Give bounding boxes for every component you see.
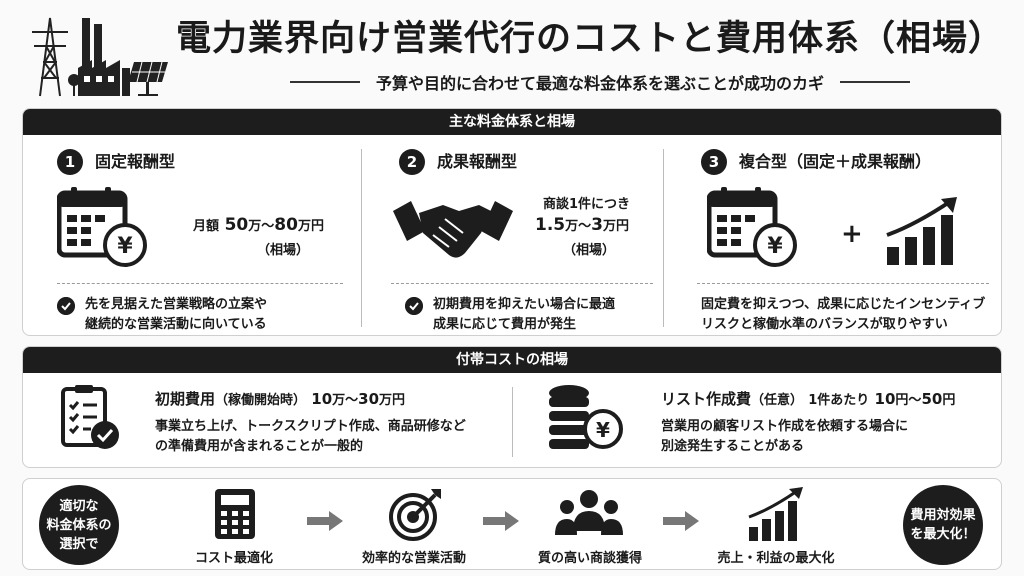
column-divider: [663, 149, 664, 327]
flow-step: 質の高い商談獲得: [537, 551, 642, 566]
calendar-yen-icon: ¥: [57, 187, 147, 267]
check-icon: [57, 297, 75, 315]
plan-title: 成果報酬型: [437, 152, 518, 171]
divider: [391, 283, 653, 284]
growth-chart-icon: [886, 197, 957, 265]
svg-text:¥: ¥: [767, 234, 783, 259]
power-industry-icon: [32, 17, 168, 97]
list-cost-description: 営業用の顧客リスト作成を依頼する場合に 別途発生することがある: [661, 419, 909, 454]
plan-price-note: （相場）: [256, 243, 309, 258]
growth-chart-icon: [748, 487, 803, 541]
list-cost-heading: リスト作成費（任意） 1件あたり 10円～50円: [661, 390, 956, 408]
subtitle-row: 予算や目的に合わせて最適な料金体系を選ぶことが成功のカギ: [230, 70, 970, 94]
benefit-flow: 適切な 料金体系の 選択で コスト最適化 効率的な営業活動: [22, 478, 1002, 570]
header: 電力業界向け営業代行のコストと費用体系（相場） 予算や目的に合わせて最適な料金体…: [0, 0, 1024, 108]
initial-cost-heading: 初期費用（稼働開始時） 10万～30万円: [155, 390, 406, 408]
svg-text:¥: ¥: [596, 418, 610, 442]
target-icon: [389, 489, 441, 541]
list-cost: ¥ リスト作成費（任意） 1件あたり 10円～50円 営業用の顧客リスト作成を依…: [513, 373, 1001, 467]
flow-step: 効率的な営業活動: [361, 551, 466, 566]
page-subtitle: 予算や目的に合わせて最適な料金体系を選ぶことが成功のカギ: [375, 74, 824, 93]
arrow-right-icon: [307, 511, 343, 531]
plan-price-prefix: 商談1件につき: [543, 197, 631, 212]
plan-description: 先を見据えた営業戦略の立案や 継続的な営業活動に向いている: [85, 297, 268, 332]
divider: [57, 283, 343, 284]
divider: [289, 81, 360, 83]
plan-description: 初期費用を抑えたい場合に最適 成果に応じて費用が発生: [433, 297, 616, 332]
divider: [697, 283, 989, 284]
column-divider: [361, 149, 362, 327]
arrow-right-icon: [663, 511, 699, 531]
plan-title: 固定報酬型: [95, 152, 176, 171]
calculator-icon: [215, 489, 255, 539]
flow-step: コスト最適化: [194, 551, 273, 566]
extra-cost-panel-title: 付帯コストの相場: [23, 347, 1001, 373]
arrow-right-icon: [483, 511, 519, 531]
plan-number: 3: [701, 149, 727, 175]
plus-sign: +: [841, 219, 863, 249]
plan-price: 1.5万～3万円: [535, 215, 629, 235]
divider: [840, 81, 910, 83]
calendar-yen-icon: ¥: [707, 187, 797, 267]
column-divider: [512, 387, 513, 457]
plan-price: 月額 50万～80万円: [193, 215, 324, 235]
plan-title: 複合型（固定＋成果報酬）: [739, 152, 932, 171]
checklist-icon: [61, 385, 119, 449]
svg-text:¥: ¥: [117, 234, 133, 259]
pricing-panel-title: 主な料金体系と相場: [23, 109, 1001, 135]
check-icon: [405, 297, 423, 315]
people-group-icon: [555, 490, 623, 535]
end-badge: 費用対効果 を最大化！: [903, 485, 983, 565]
start-badge: 適切な 料金体系の 選択で: [39, 485, 119, 565]
plan-hybrid: 3 複合型（固定＋成果報酬） ¥ +: [663, 135, 1001, 335]
handshake-icon: [393, 201, 513, 258]
plan-number: 1: [57, 149, 83, 175]
initial-cost-description: 事業立ち上げ、トークスクリプト作成、商品研修など の準備費用が含まれることが一般…: [155, 419, 466, 454]
initial-cost: 初期費用（稼働開始時） 10万～30万円 事業立ち上げ、トークスクリプト作成、商…: [23, 373, 513, 467]
plan-description: 固定費を抑えつつ、成果に応じたインセンティブ リスクと稼働水準のバランスが取りや…: [701, 297, 986, 332]
pricing-panel: 主な料金体系と相場 1 固定報酬型 ¥ 月額 50万～80万円 （相場）: [22, 108, 1002, 336]
plan-number: 2: [399, 149, 425, 175]
plan-performance: 2 成果報酬型 商談1件につき 1.5万～3万円 （相場） 初期費用を抑えたい場…: [361, 135, 663, 335]
plan-price-note: （相場）: [562, 243, 615, 258]
extra-cost-panel: 付帯コストの相場 初期費用（稼働開始時） 10万～30万円 事業立ち上げ、トーク…: [22, 346, 1002, 468]
flow-step: 売上・利益の最大化: [717, 551, 835, 566]
page-title: 電力業界向け営業代行のコストと費用体系（相場）: [175, 19, 1004, 59]
coins-yen-icon: ¥: [549, 385, 623, 449]
plan-fixed: 1 固定報酬型 ¥ 月額 50万～80万円 （相場） 先を見据えた営業戦略の: [23, 135, 361, 335]
